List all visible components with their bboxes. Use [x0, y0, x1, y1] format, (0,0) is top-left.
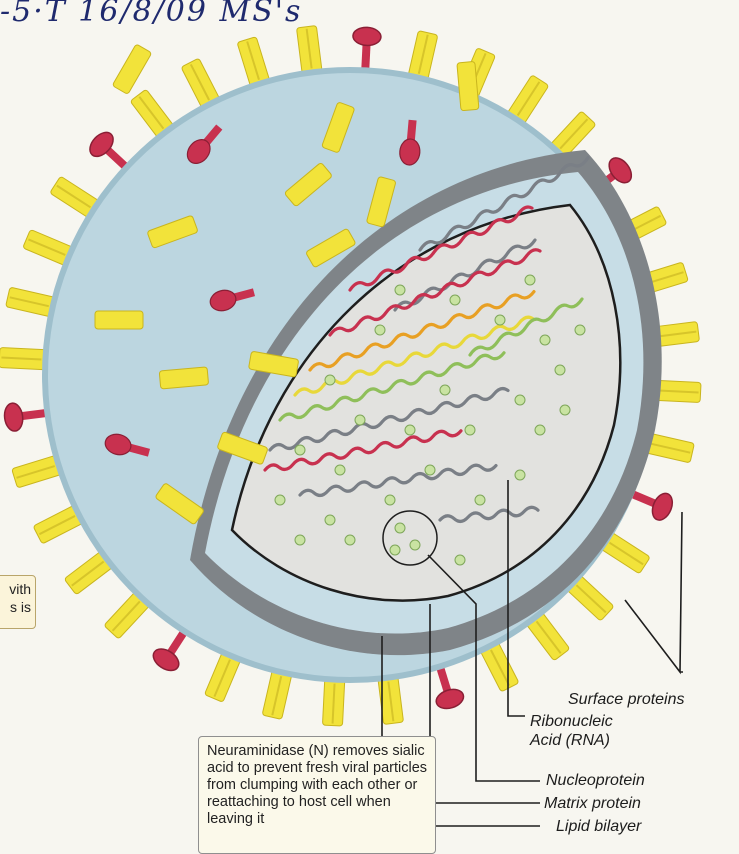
nucleoprotein-dot — [385, 495, 395, 505]
info-box-line: vith — [0, 580, 31, 598]
nucleoprotein-dot — [455, 555, 465, 565]
nucleoprotein-dot — [515, 395, 525, 405]
nucleoprotein-dot — [440, 385, 450, 395]
hemagglutinin-spike — [95, 311, 143, 329]
nucleoprotein-dot — [295, 445, 305, 455]
nucleoprotein-dot — [390, 545, 400, 555]
nucleoprotein-dot — [525, 275, 535, 285]
hemagglutinin-spike — [159, 367, 208, 389]
nucleoprotein-dot — [450, 295, 460, 305]
nucleoprotein-dot — [465, 425, 475, 435]
nucleoprotein-dot — [335, 465, 345, 475]
label-surface-proteins: Surface proteins — [568, 690, 685, 709]
label-acid-rna: Acid (RNA) — [530, 731, 610, 750]
nucleoprotein-dot — [295, 535, 305, 545]
neuraminidase-info-box: Neuraminidase (N) removes sialic acid to… — [198, 736, 436, 854]
nucleoprotein-dot — [535, 425, 545, 435]
nucleoprotein-dot — [405, 425, 415, 435]
nucleoprotein-dot — [515, 470, 525, 480]
nucleoprotein-dot — [540, 335, 550, 345]
nucleoprotein-dot — [325, 375, 335, 385]
nucleoprotein-dot — [375, 325, 385, 335]
nucleoprotein-dot — [475, 495, 485, 505]
nucleoprotein-dot — [575, 325, 585, 335]
label-ribonucleic: Ribonucleic — [530, 712, 613, 731]
nucleoprotein-dot — [410, 540, 420, 550]
nucleoprotein-dot — [495, 315, 505, 325]
nucleoprotein-dot — [395, 285, 405, 295]
surface-proteins-leader — [625, 512, 683, 672]
nucleoprotein-dot — [275, 495, 285, 505]
label-nucleoprotein: Nucleoprotein — [546, 771, 645, 790]
label-lipid-bilayer: Lipid bilayer — [556, 817, 641, 836]
hemagglutinin-spike — [112, 44, 152, 95]
nucleoprotein-dot — [560, 405, 570, 415]
nucleoprotein-dot — [355, 415, 365, 425]
info-box-partial: vith s is — [0, 575, 36, 629]
nucleoprotein-dot — [425, 465, 435, 475]
info-box-line: s is — [0, 598, 31, 616]
nucleoprotein-dot — [325, 515, 335, 525]
nucleoprotein-dot — [555, 365, 565, 375]
label-matrix-protein: Matrix protein — [544, 794, 641, 813]
nucleoprotein-dot — [345, 535, 355, 545]
nucleoprotein-dot — [395, 523, 405, 533]
hemagglutinin-spike — [457, 61, 479, 110]
